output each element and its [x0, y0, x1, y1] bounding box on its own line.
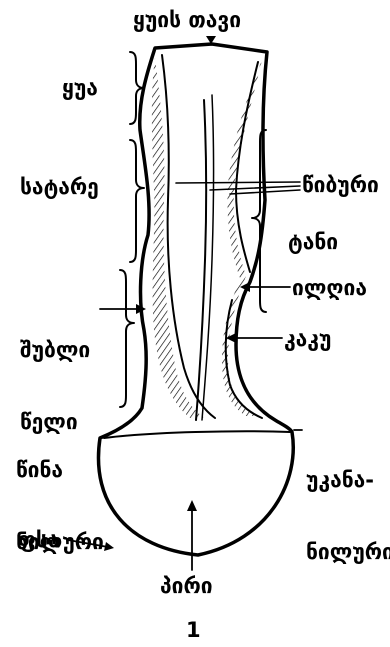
label-yua: ყუა [62, 76, 98, 100]
vessel-outline [98, 44, 293, 555]
right-inner-wall [236, 62, 258, 272]
label-top: ყუის თავი [133, 8, 241, 32]
central-rib [196, 100, 206, 420]
pointer-psa-head [104, 542, 114, 551]
label-satare: სატარე [20, 175, 99, 199]
brace-shubli [120, 270, 134, 407]
label-ilgia: ილღია [292, 276, 367, 300]
label-ukana: უკანა- ნილური [306, 420, 390, 588]
left-hatched-surface [152, 58, 205, 418]
label-nibuti: წიბური [302, 173, 379, 197]
brace-satare [130, 140, 144, 262]
brace-yua [130, 52, 144, 124]
pointer-nibuti-1 [176, 182, 300, 183]
label-wina: წინა ნილური [16, 410, 104, 578]
figure-number: 1 [186, 618, 201, 642]
label-ukana-line2: ნილური [306, 540, 390, 564]
pointer-nibuti-2 [210, 186, 300, 190]
label-wina-line1: წინა [16, 458, 104, 482]
label-piri: პირი [160, 574, 213, 598]
pointer-piri-head [187, 500, 197, 511]
label-kaku: კაკუ [284, 327, 331, 351]
mouth-rim [104, 431, 290, 438]
central-rib-edge [202, 95, 214, 420]
label-ukana-line1: უკანა- [306, 468, 390, 492]
label-psa: ფსა [18, 528, 59, 552]
label-tani: ტანი [288, 230, 338, 254]
label-shubli-line1: შუბლი [20, 338, 90, 362]
